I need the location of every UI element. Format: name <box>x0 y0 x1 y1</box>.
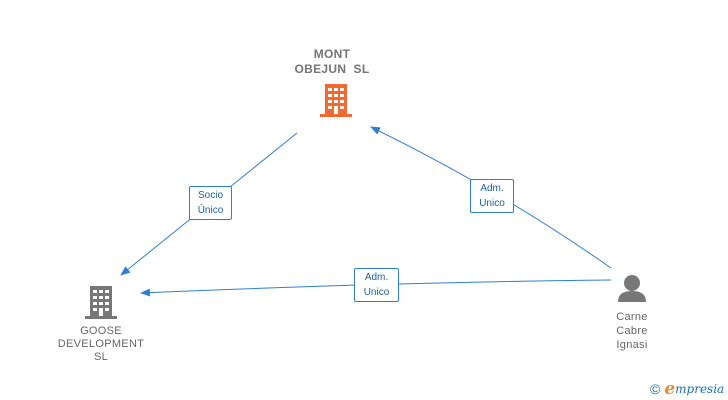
edge-label-line: Unico <box>479 198 505 209</box>
edge-label-adm-unico-top: Adm. Unico <box>470 179 514 213</box>
copyright-icon: © <box>650 381 661 397</box>
edge-label-line: Único <box>197 205 224 216</box>
edge-label-line: Adm. <box>480 183 504 194</box>
node-label-line: OBEJUN SL <box>294 62 370 76</box>
node-label-line: Ignasi <box>616 339 648 351</box>
edge-label-line: Unico <box>363 287 390 298</box>
node-label-line: SL <box>93 351 109 363</box>
edge-label-line: Socio <box>197 190 223 201</box>
node-label-carne-cabre-ignasi[interactable]: Carne Cabre Ignasi <box>602 310 662 352</box>
node-label-mont-obejun[interactable]: MONT OBEJUN SL <box>282 47 382 77</box>
node-label-line: DEVELOPMENT <box>57 338 145 350</box>
edge-label-socio-unico: Socio Único <box>189 186 232 220</box>
node-label-goose-development[interactable]: GOOSE DEVELOPMENT SL <box>46 325 156 364</box>
node-label-line: MONT <box>313 47 351 61</box>
node-label-line: Cabre <box>616 325 648 337</box>
person-icon <box>618 275 646 302</box>
brand-initial: e <box>664 379 676 399</box>
node-label-line: GOOSE <box>80 325 122 337</box>
edge-label-adm-unico-bottom: Adm. Unico <box>354 268 399 302</box>
building-icon <box>85 286 117 319</box>
edge-label-line: Adm. <box>364 272 389 283</box>
brand-name: mpresia <box>675 382 725 396</box>
node-label-line: Carne <box>616 311 648 323</box>
building-icon <box>320 84 352 117</box>
brand-logo: © e mpresia <box>650 379 725 399</box>
